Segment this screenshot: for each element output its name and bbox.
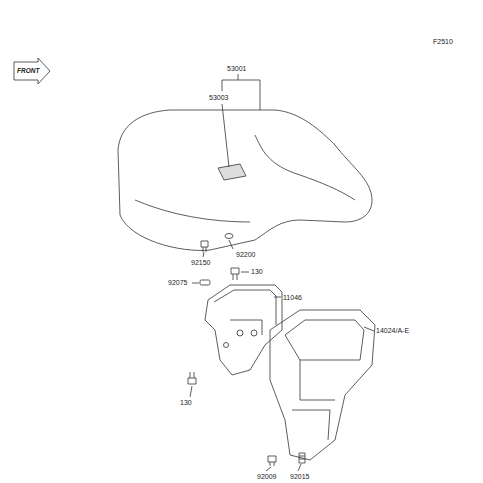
callout-number: 53003 xyxy=(209,94,228,102)
hole xyxy=(237,330,243,336)
bolt xyxy=(188,372,196,384)
callout-number: 92200 xyxy=(236,251,255,259)
callout-number: 130 xyxy=(251,268,263,276)
leader-line xyxy=(229,240,233,249)
leader-line xyxy=(241,272,249,273)
washer xyxy=(225,234,233,239)
bolt xyxy=(231,268,239,280)
seat-patch xyxy=(218,164,246,180)
screw xyxy=(268,456,276,466)
callout-number: 53001 xyxy=(227,65,246,73)
callout-number: 92150 xyxy=(191,259,210,267)
rubber-damper xyxy=(200,280,210,285)
figure-code: F2510 xyxy=(433,38,453,46)
seat xyxy=(118,110,372,250)
leader-line xyxy=(190,386,192,397)
leader-line xyxy=(192,283,199,284)
leader-line xyxy=(222,104,229,167)
callout-number: 14024/A-E xyxy=(376,327,409,335)
leader-line xyxy=(298,464,301,471)
front-label: FRONT xyxy=(17,67,39,75)
tail-cover xyxy=(270,310,375,460)
hole xyxy=(251,330,257,336)
tail-cover-detail xyxy=(285,320,364,440)
front-arrow xyxy=(14,58,50,84)
seat-edge-line xyxy=(135,200,250,222)
bolt xyxy=(201,241,208,252)
bracket-detail xyxy=(214,290,276,335)
nut-clip xyxy=(299,453,305,463)
leader-line xyxy=(203,252,204,257)
callout-number: 11046 xyxy=(283,294,302,302)
callout-number: 92075 xyxy=(168,279,187,287)
leader-line xyxy=(364,327,374,331)
callout-number: 130 xyxy=(180,399,192,407)
leader-line xyxy=(266,467,271,471)
hole xyxy=(224,343,229,348)
callout-number: 92009 xyxy=(257,473,276,481)
leader-line xyxy=(274,297,281,298)
leader-bracket xyxy=(222,74,260,110)
callout-number: 92015 xyxy=(290,473,309,481)
seat-step-line xyxy=(255,135,355,200)
